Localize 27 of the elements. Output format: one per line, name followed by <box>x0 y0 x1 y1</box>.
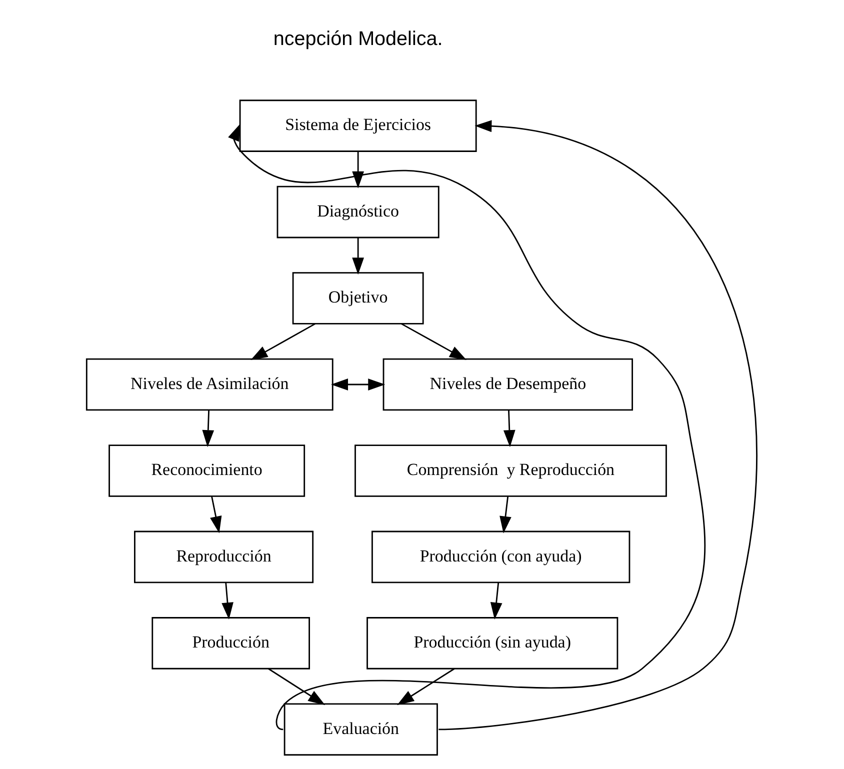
node-box: Reproducción <box>134 530 314 584</box>
arrow <box>438 120 758 730</box>
node-box: Niveles de Asimilación <box>86 358 334 411</box>
node-box: Producción (sin ayuda) <box>366 617 618 670</box>
arrow <box>401 323 467 360</box>
arrow <box>250 323 316 360</box>
node-box: Evaluación <box>284 703 438 756</box>
arrow <box>397 668 455 706</box>
arrow <box>202 410 214 448</box>
label: ncepción Modelica. <box>273 28 443 50</box>
node-box: Producción (con ayuda) <box>372 530 630 584</box>
arrow <box>210 496 222 534</box>
arrow <box>331 378 386 390</box>
arrow <box>352 238 364 275</box>
arrow <box>228 124 706 730</box>
arrow <box>503 410 516 448</box>
node-box: Producción <box>152 617 310 670</box>
node-box: Diagnóstico <box>276 186 440 238</box>
node-box: Sistema de Ejercicios <box>239 100 477 152</box>
arrow <box>268 668 326 706</box>
arrow <box>490 582 502 620</box>
arrow <box>500 496 512 534</box>
arrow <box>222 582 234 620</box>
node-box: Objetivo <box>292 272 424 324</box>
node-box: Reconocimiento <box>108 444 306 497</box>
node-box: Niveles de Desempeño <box>382 358 633 411</box>
node-box: Comprensión y Reproducción <box>354 444 667 497</box>
